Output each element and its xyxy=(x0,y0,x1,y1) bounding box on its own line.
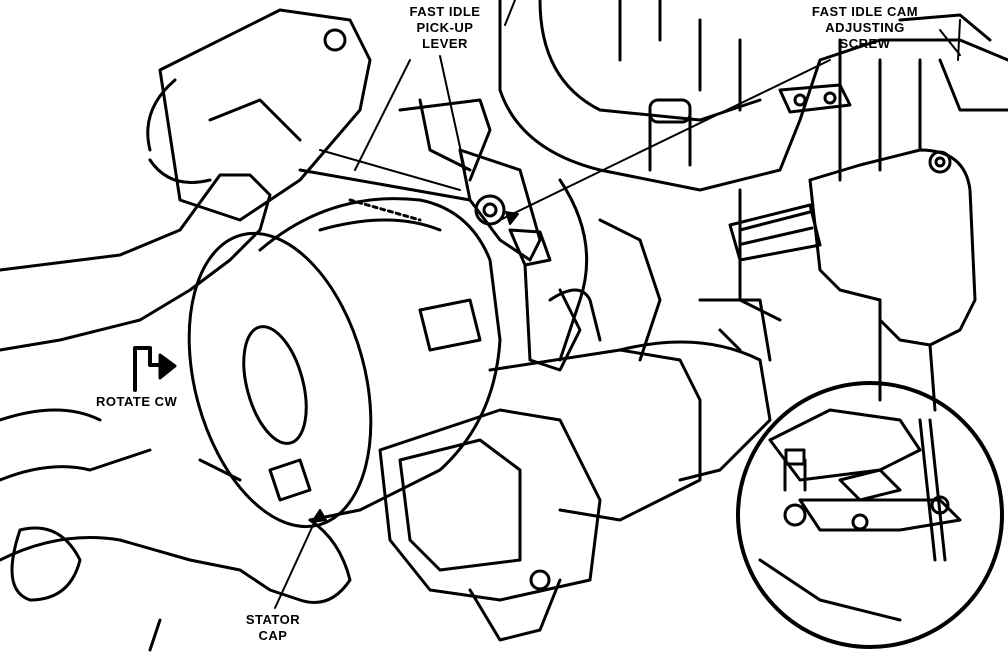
stator-cap-label: STATOR CAP xyxy=(245,612,301,643)
carburetor-body xyxy=(398,0,1008,362)
rotate-arrow xyxy=(133,346,177,392)
positioner-body xyxy=(146,8,472,222)
leader-lines xyxy=(274,0,961,609)
hands xyxy=(0,158,352,652)
fast-idle-lever xyxy=(458,148,602,372)
stator-cap xyxy=(187,197,502,529)
mounting-bracket xyxy=(728,148,977,412)
fast-idle-cam-screw-label: FAST IDLE CAM ADJUSTING SCREW xyxy=(811,4,919,51)
detail-inset xyxy=(736,381,1004,649)
rotate-cw-label: ROTATE CW xyxy=(96,394,178,409)
connector-assembly xyxy=(378,298,772,642)
fast-idle-pickup-lever-label: FAST IDLE PICK-UP LEVER xyxy=(409,4,481,51)
